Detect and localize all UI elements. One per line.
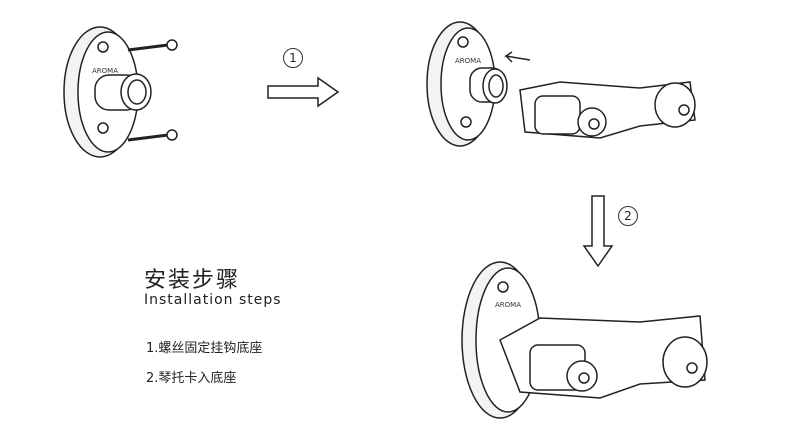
step-marker-2: 2 <box>618 206 638 226</box>
page-title: 安装步骤 <box>144 268 241 293</box>
base-and-holder-step2: AROMA <box>461 261 708 419</box>
wall-base-with-screws: AROMA <box>63 26 178 158</box>
arrow-down-icon <box>582 195 614 268</box>
step-2-text: 2.琴托卡入底座 <box>146 371 237 386</box>
page-subtitle: Installation steps <box>144 292 282 308</box>
step-marker-1: 1 <box>283 48 303 68</box>
brand-logo: AROMA <box>455 57 481 65</box>
brand-logo: AROMA <box>92 67 118 75</box>
base-and-holder-step1: AROMA <box>426 21 696 147</box>
step-1-text: 1.螺丝固定挂钩底座 <box>146 341 263 356</box>
brand-logo: AROMA <box>495 301 521 309</box>
arrow-right-icon <box>267 76 340 108</box>
